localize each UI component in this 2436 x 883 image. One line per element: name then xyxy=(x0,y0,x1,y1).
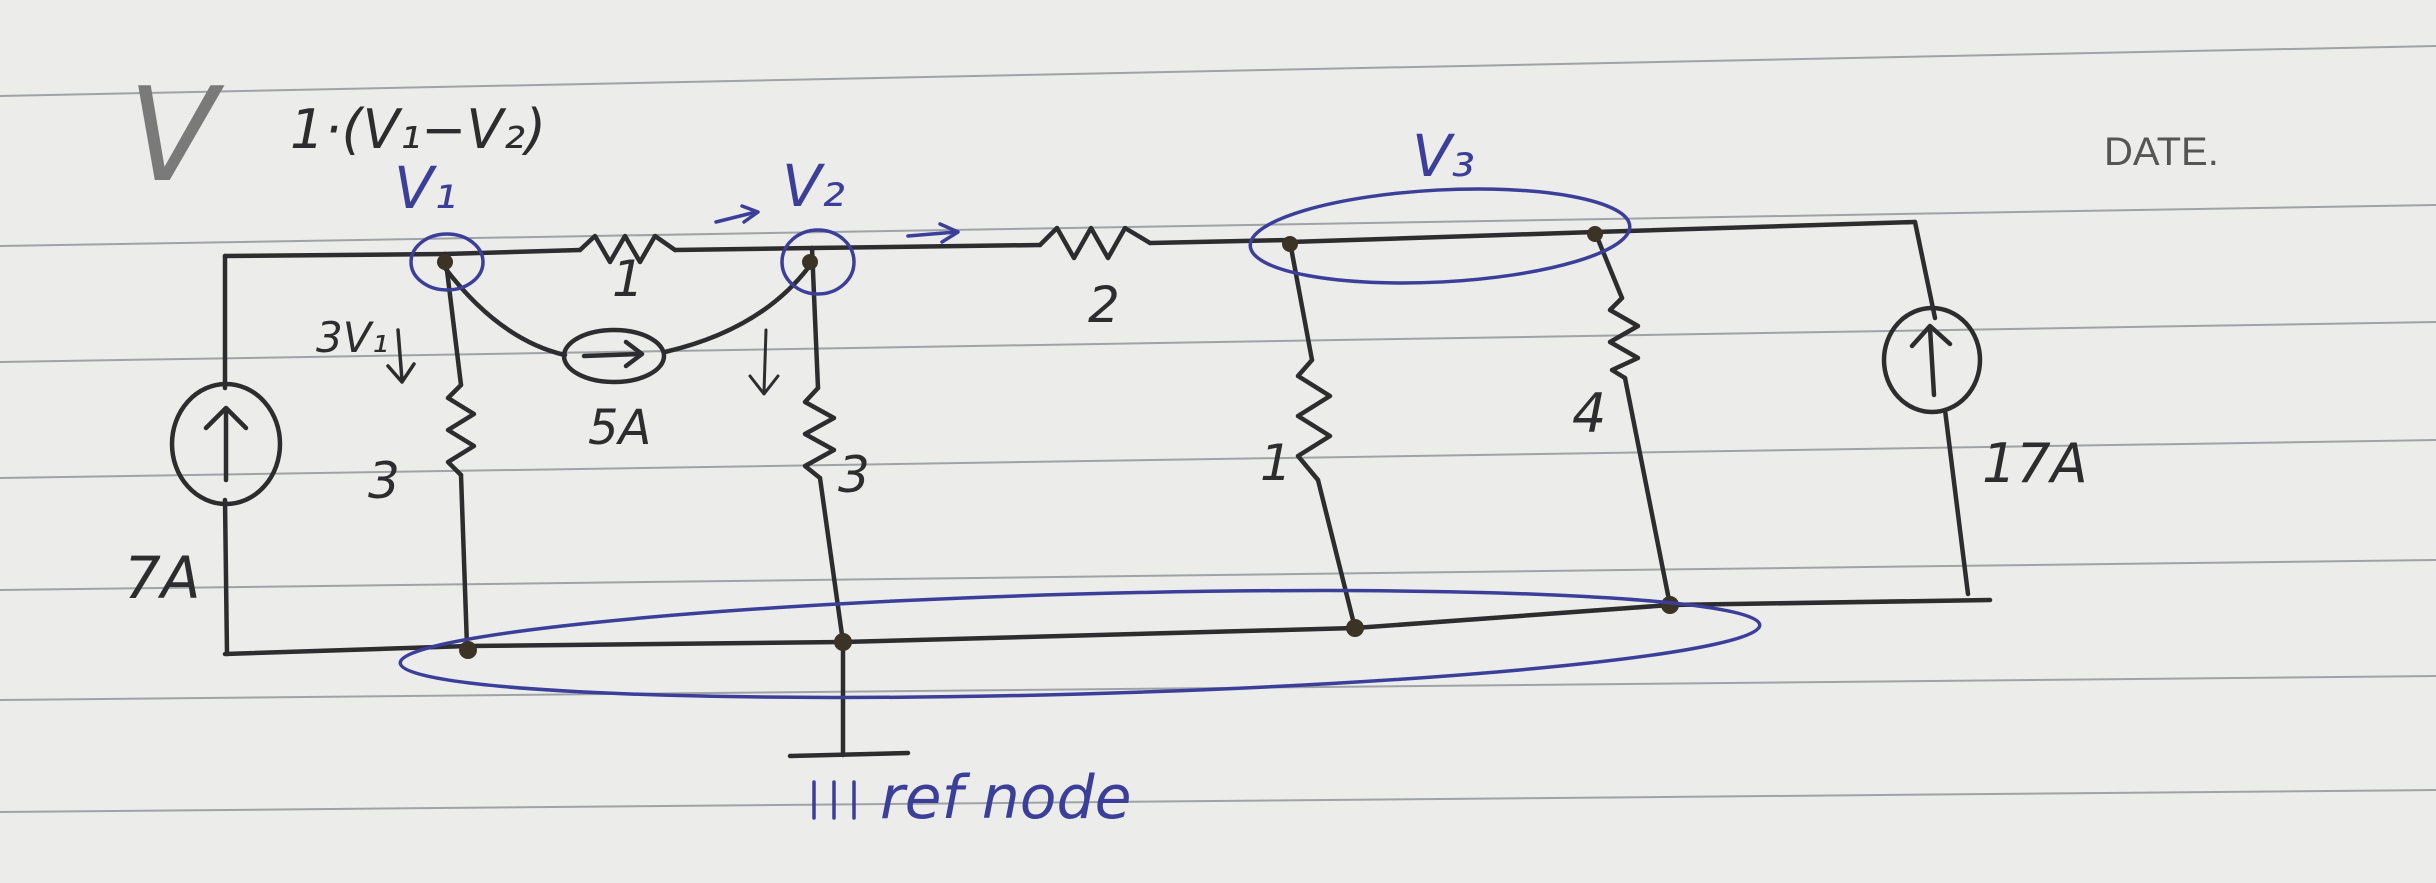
resistor-v2-ground xyxy=(802,385,837,481)
label-resistor-v3-ground-a: 1 xyxy=(1260,434,1292,492)
resistor-v1-v2 xyxy=(577,233,678,265)
dependent-expression: 1·(V₁−V₂) xyxy=(290,98,546,161)
resistor-v3-ground-b xyxy=(1607,295,1641,381)
label-resistor-v3-ground-b: 4 xyxy=(1572,382,1606,445)
resistor-v1-ground xyxy=(445,382,477,478)
date-label: DATE. xyxy=(2104,130,2219,174)
label-resistor-series: 2 xyxy=(1088,276,1120,334)
ref-node-label: ref node xyxy=(880,763,1132,833)
node-dots xyxy=(437,226,1679,659)
current-source-middle xyxy=(442,265,811,385)
label-current-middle: 5A xyxy=(588,400,651,456)
node-label-v3: V₃ xyxy=(1412,122,1475,190)
label-resistor-v1-ground: 3 xyxy=(368,452,400,510)
resistor-v3-ground-a xyxy=(1295,357,1333,483)
blue-annotations xyxy=(398,187,1762,700)
dependent-current-arrow xyxy=(386,328,416,384)
ground-symbol xyxy=(812,780,856,820)
current-source-left xyxy=(169,381,283,507)
current-source-right xyxy=(1881,305,1983,415)
label-resistor-v2-ground: 3 xyxy=(838,446,870,504)
label-resistor-v1-v2: 1 xyxy=(612,250,644,308)
resistor-series xyxy=(1037,225,1153,261)
label-current-right: 17A xyxy=(1982,432,2088,495)
node-label-v1: V₁ xyxy=(394,154,457,222)
label-dependent-current: 3V₁ xyxy=(316,313,388,362)
v2-current-arrow xyxy=(748,328,780,396)
node-label-v2: V₂ xyxy=(782,152,845,220)
label-current-left: 7A xyxy=(124,544,201,612)
big-v-mark: V xyxy=(128,59,225,211)
